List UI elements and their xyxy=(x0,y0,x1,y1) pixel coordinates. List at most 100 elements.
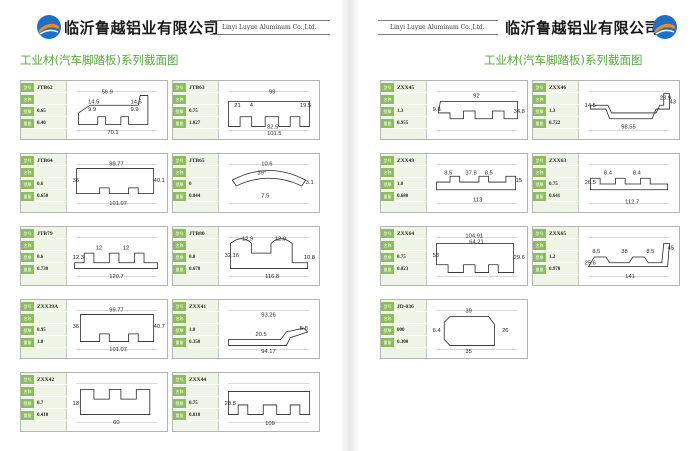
spec-label: 重量 xyxy=(533,119,546,128)
spec-label: 重量 xyxy=(21,119,34,128)
spec-label: 壁厚 xyxy=(173,180,186,189)
spec-label: 壁厚 xyxy=(173,399,186,408)
dimension-label: 99 xyxy=(269,90,275,96)
dimension-label: 34.8 xyxy=(514,109,525,115)
spec-label: 重量 xyxy=(173,265,186,274)
spec-label: 型号 xyxy=(381,302,394,311)
profile-code: JTB62 xyxy=(37,85,53,91)
dimension-label: 113 xyxy=(473,197,482,203)
dimension-label: 8.4 xyxy=(604,170,613,176)
section-title: 工业材(汽车脚踏板)系列截面图 xyxy=(20,53,179,67)
spec-label: 名称 xyxy=(173,241,186,250)
profile-code: ZXX49 xyxy=(397,158,415,164)
dimension-label: 14.5 xyxy=(88,99,99,105)
company-name-cn: 临沂鲁越铝业有限公司 xyxy=(505,19,661,37)
dimension-label: 104.91 xyxy=(465,234,483,240)
spec-label: 壁厚 xyxy=(21,253,34,262)
dimension-label: 28.9 xyxy=(660,95,671,101)
spec-label: 型号 xyxy=(173,375,186,384)
spec-label: 重量 xyxy=(381,265,394,274)
spec-label: 型号 xyxy=(533,83,546,92)
spec-label: 名称 xyxy=(21,314,34,323)
dimension-label: 40.1 xyxy=(154,178,165,184)
spec-row: 名称 xyxy=(173,168,219,178)
spec-row: 名称 xyxy=(173,314,219,324)
company-name-cn: 临沂鲁越铝业有限公司 xyxy=(64,19,220,37)
profile-outline xyxy=(436,175,516,191)
dimension-label: 29.6 xyxy=(514,255,525,261)
spec-value: 0.810 xyxy=(189,413,201,418)
dimension-label: 12 xyxy=(96,245,102,251)
spec-label: 型号 xyxy=(173,302,186,311)
spec-row: 名称 xyxy=(533,241,579,251)
dimension-label: 94.17 xyxy=(261,349,275,355)
header-rule-top xyxy=(378,20,498,21)
profile-outline xyxy=(78,95,149,125)
spec-label: 壁厚 xyxy=(173,253,186,262)
profile-outline xyxy=(79,314,155,342)
spec-value xyxy=(547,241,578,250)
section-title: 工业材(汽车脚踏板)系列截面图 xyxy=(484,53,643,67)
spec-label: 名称 xyxy=(21,168,34,177)
spec-value: 0.6 xyxy=(37,255,44,260)
right-page: Linyi Luyue Aluminum Co.,Ltd. 临沂鲁越铝业有限公司… xyxy=(360,0,700,451)
spec-label: 壁厚 xyxy=(381,107,394,116)
spec-label: 名称 xyxy=(381,314,394,323)
dimension-label: 35 xyxy=(465,349,471,355)
spec-label: 壁厚 xyxy=(533,180,546,189)
profile-outline xyxy=(230,238,308,269)
spec-label: 重量 xyxy=(173,192,186,201)
spec-value xyxy=(547,168,578,177)
dimension-label: 12.9 xyxy=(275,237,286,243)
profile-code: JTB63 xyxy=(189,85,205,91)
spec-label: 壁厚 xyxy=(21,180,34,189)
dimension-label: 98.55 xyxy=(621,124,635,130)
spec-label: 重量 xyxy=(381,119,394,128)
spec-label: 名称 xyxy=(173,387,186,396)
spec-value: 0.75 xyxy=(397,255,406,260)
spec-value: 0.641 xyxy=(549,194,561,199)
dimension-label: 70.1 xyxy=(107,130,118,136)
spec-label: 型号 xyxy=(21,375,34,384)
dimension-label: 82.5 xyxy=(267,124,278,130)
spec-value xyxy=(395,95,426,104)
spec-label: 名称 xyxy=(173,314,186,323)
spec-row: 名称 xyxy=(381,314,427,324)
spec-row: 名称 xyxy=(381,168,427,178)
spec-label: 型号 xyxy=(381,83,394,92)
dimension-label: 9.9 xyxy=(88,107,96,113)
dimension-label: 109 xyxy=(265,421,275,427)
